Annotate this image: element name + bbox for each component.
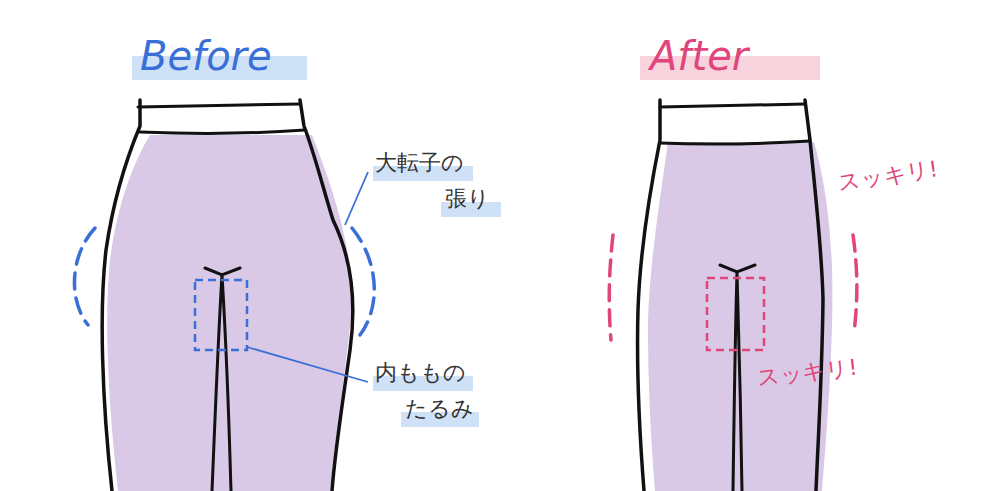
after-title: After xyxy=(650,28,748,84)
waist-line xyxy=(138,104,300,107)
body-fill xyxy=(107,135,352,491)
dashed-bulge xyxy=(853,235,857,332)
body-fill xyxy=(648,142,832,491)
waist-line xyxy=(660,104,805,107)
callout-label: 内ももの たるみ xyxy=(375,355,485,427)
dashed-bulge xyxy=(74,228,95,325)
waist-line xyxy=(140,130,305,133)
before-title: Before xyxy=(140,28,272,84)
leader-line xyxy=(345,172,368,225)
dashed-bulge xyxy=(609,235,613,340)
body-outline xyxy=(637,100,660,491)
body-outline xyxy=(300,100,353,491)
inner-leg-line xyxy=(720,265,755,491)
callout-label: 大転子の 張り xyxy=(375,145,495,217)
body-outline xyxy=(102,100,140,491)
body-outline xyxy=(805,100,823,491)
waist-line xyxy=(660,141,810,144)
inner-leg-line xyxy=(205,268,240,491)
dashed-box xyxy=(195,280,247,350)
dashed-bulge xyxy=(352,228,374,335)
leader-line xyxy=(247,347,368,382)
effect-note: スッキリ! xyxy=(835,151,940,201)
dashed-box xyxy=(707,278,764,350)
